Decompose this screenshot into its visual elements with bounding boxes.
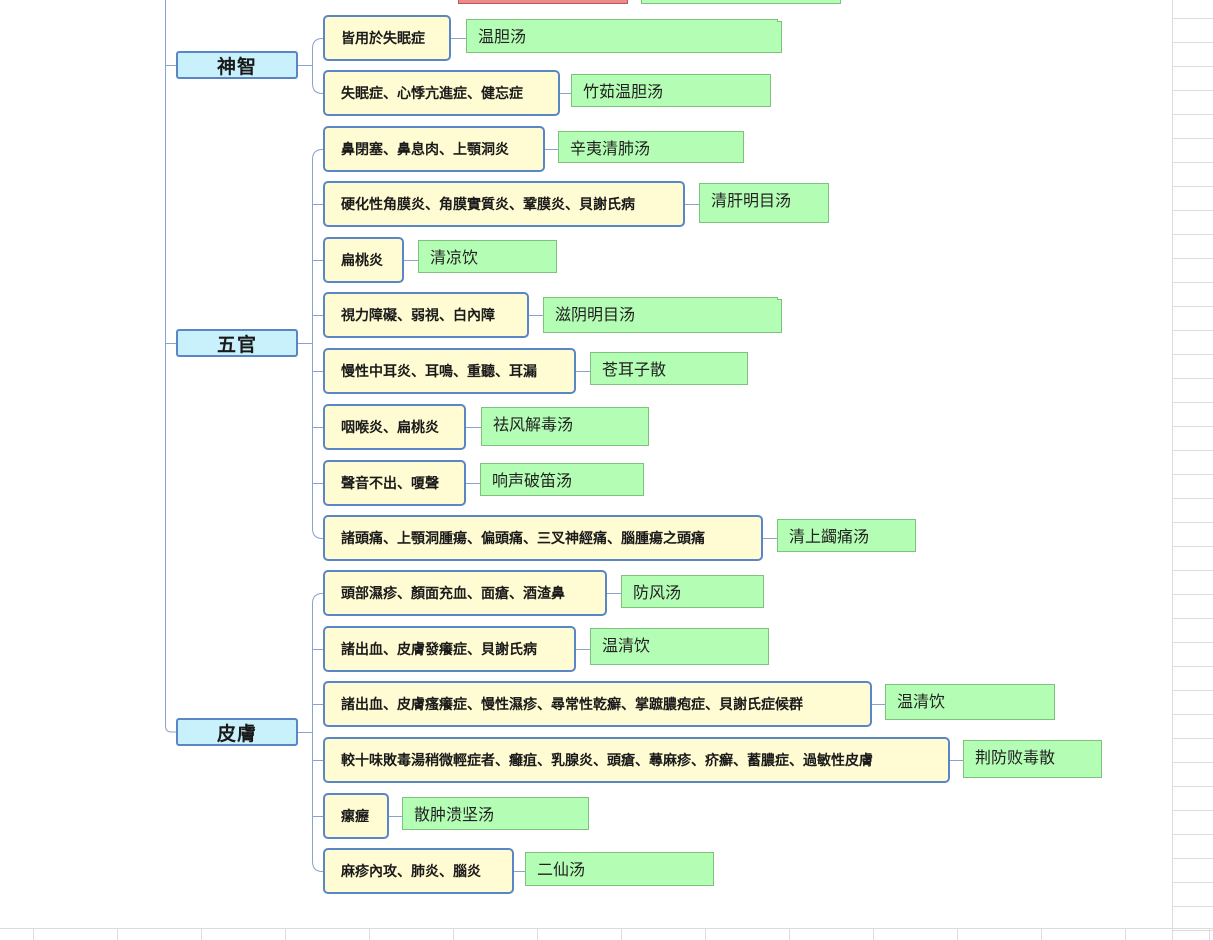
connector — [312, 38, 323, 94]
symptom-node[interactable]: 瘰癧 — [323, 793, 389, 839]
symptom-node[interactable]: 皆用於失眠症 — [323, 15, 451, 61]
formula-node[interactable]: 荆防败毒散 — [963, 740, 1102, 778]
connector — [312, 149, 323, 539]
symptom-node[interactable]: 諸出血、皮膚發癢症、貝謝氏病 — [323, 626, 576, 672]
node-shadow — [777, 299, 782, 333]
symptom-node[interactable]: 麻疹內攻、肺炎、腦炎 — [323, 848, 514, 894]
formula-node[interactable]: 辛夷清肺汤 — [558, 131, 744, 163]
formula-node[interactable]: 响声破笛汤 — [480, 463, 644, 496]
category-node-pifu[interactable]: 皮膚 — [176, 718, 298, 746]
symptom-node[interactable]: 諸頭痛、上顎洞腫瘍、偏頭痛、三叉神經痛、腦腫瘍之頭痛 — [323, 515, 763, 561]
formula-node[interactable]: 祛风解毒汤 — [481, 407, 649, 446]
symptom-node[interactable]: 較十味敗毒湯稍微輕症者、癰疽、乳腺炎、頭瘡、蕁麻疹、疥癬、蓄膿症、過敏性皮膚 — [323, 737, 950, 783]
category-label: 五官 — [216, 333, 257, 356]
formula-node[interactable]: 滋阴明目汤 — [543, 297, 782, 333]
formula-node[interactable]: 苍耳子散 — [590, 352, 748, 385]
symptom-node[interactable]: 鼻閉塞、鼻息肉、上顎洞炎 — [323, 126, 545, 172]
cutoff-formula-box — [641, 0, 841, 4]
cutoff-symptom-box — [458, 0, 628, 4]
formula-node[interactable]: 温胆汤 — [466, 19, 782, 53]
connector — [312, 593, 323, 872]
category-node-shenzhi[interactable]: 神智 — [176, 51, 298, 79]
symptom-node[interactable]: 咽喉炎、扁桃炎 — [323, 404, 466, 450]
symptom-node[interactable]: 扁桃炎 — [323, 237, 404, 283]
symptom-node[interactable]: 慢性中耳炎、耳鳴、重聽、耳漏 — [323, 348, 576, 394]
sheet-grid-bottom — [0, 928, 1213, 940]
formula-node[interactable]: 防风汤 — [621, 575, 764, 608]
category-label: 皮膚 — [216, 722, 257, 745]
symptom-node[interactable]: 聲音不出、嗄聲 — [323, 460, 466, 506]
symptom-node[interactable]: 硬化性角膜炎、角膜實質炎、鞏膜炎、貝謝氏病 — [323, 181, 685, 227]
formula-node[interactable]: 清凉饮 — [418, 240, 557, 273]
category-node-wuguan[interactable]: 五官 — [176, 329, 298, 357]
formula-node[interactable]: 二仙汤 — [525, 852, 714, 886]
symptom-node[interactable]: 視力障礙、弱視、白內障 — [323, 292, 529, 338]
symptom-node[interactable]: 失眠症、心悸亢進症、健忘症 — [323, 70, 560, 116]
formula-node[interactable]: 散肿溃坚汤 — [402, 797, 589, 830]
formula-node[interactable]: 竹茹温胆汤 — [571, 74, 771, 107]
node-shadow — [777, 21, 782, 53]
formula-node[interactable]: 清肝明目汤 — [699, 183, 829, 223]
category-label: 神智 — [216, 55, 257, 78]
formula-node[interactable]: 温清饮 — [885, 684, 1055, 720]
connector-lines — [165, 0, 963, 872]
symptom-node[interactable]: 頭部濕疹、顏面充血、面瘡、酒渣鼻 — [323, 570, 607, 616]
sheet-grid-right — [1172, 0, 1213, 940]
symptom-node[interactable]: 諸出血、皮膚瘙癢症、慢性濕疹、尋常性乾癬、掌蹠膿疱症、貝謝氏症候群 — [323, 681, 872, 727]
connector — [165, 0, 176, 733]
formula-node[interactable]: 清上蠲痛汤 — [777, 519, 916, 552]
formula-node[interactable]: 温清饮 — [590, 628, 769, 665]
